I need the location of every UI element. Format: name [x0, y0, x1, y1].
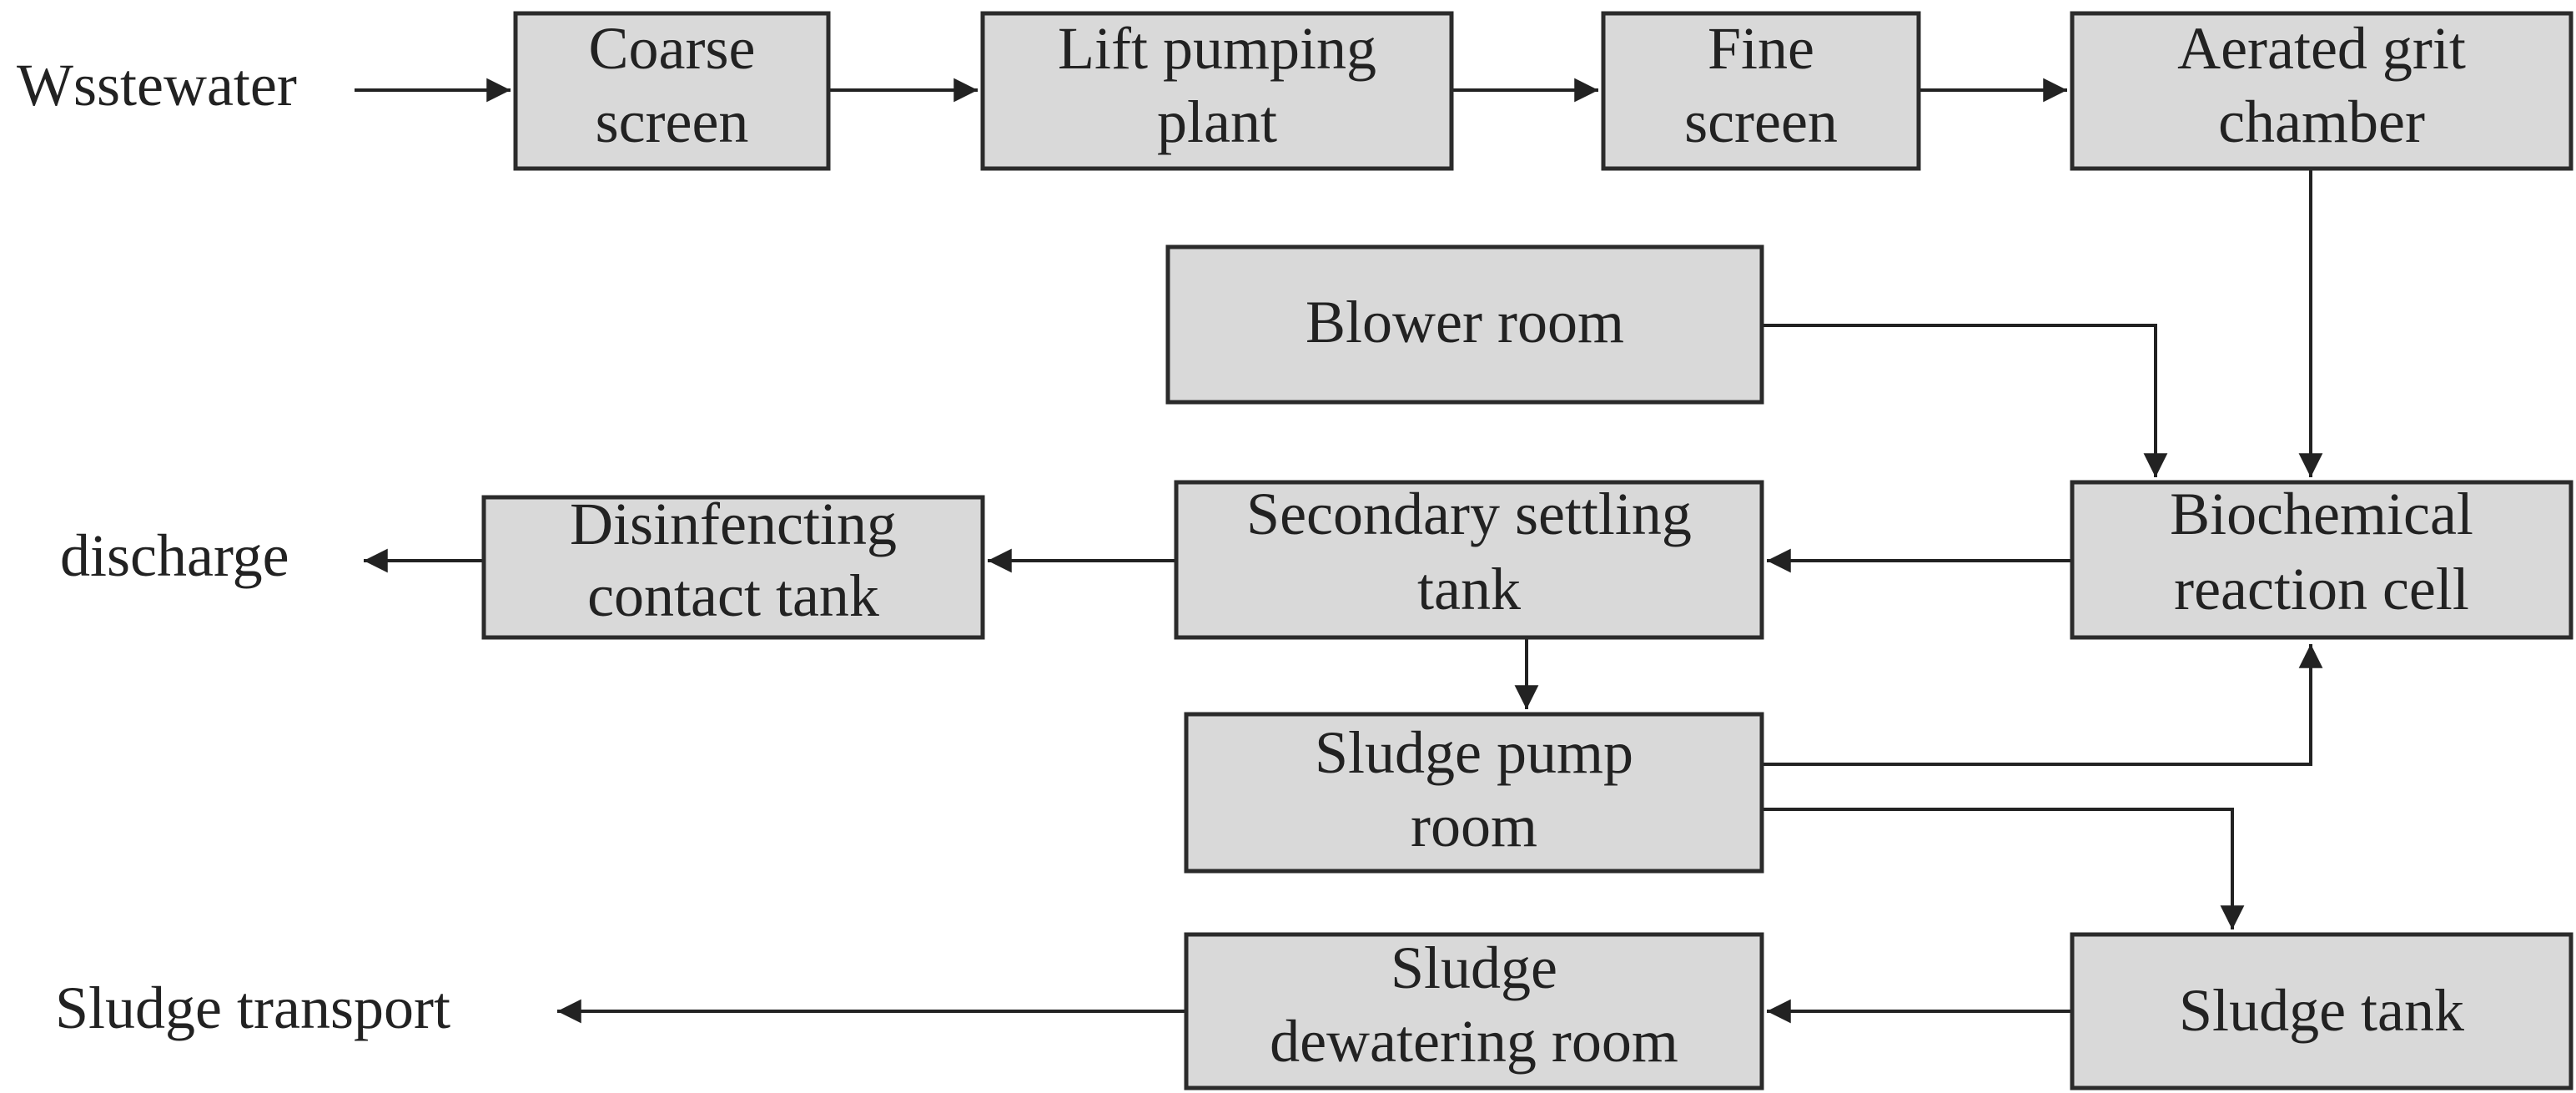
node-sludge-tank-label: Sludge tank: [2179, 977, 2464, 1044]
edges: [355, 78, 2323, 1024]
node-secondary-settling-tank-line-2: tank: [1417, 556, 1521, 622]
node-disinfecting-contact-tank-line-2: contact tank: [587, 562, 879, 629]
node-blower-room-label: Blower room: [1306, 289, 1624, 355]
node-disinfecting-contact-tank-line-1: Disinfencting: [570, 491, 897, 557]
node-blower-room: Blower room: [1165, 244, 1764, 405]
node-lift-pumping-plant-line-1: Lift pumping: [1058, 15, 1376, 82]
node-sludge-tank: Sludge tank: [2070, 932, 2573, 1090]
node-biochemical-reaction-cell: Biochemical reaction cell: [2070, 480, 2573, 640]
label-wastewater: Wsstewater: [17, 52, 297, 118]
node-sludge-dewatering-room-line-1: Sludge: [1391, 934, 1557, 1001]
edge-blower-to-biochemical: [1763, 324, 2168, 478]
node-coarse-screen: Coarse screen: [513, 11, 831, 171]
node-sludge-pump-room: Sludge pump room: [1184, 712, 1764, 874]
node-sludge-pump-room-line-1: Sludge pump: [1315, 719, 1633, 786]
node-aerated-grit-chamber-line-1: Aerated grit: [2177, 15, 2466, 82]
node-sludge-dewatering-room: Sludge dewatering room: [1184, 932, 1764, 1090]
node-coarse-screen-line-2: screen: [596, 88, 749, 155]
node-aerated-grit-chamber-line-2: chamber: [2218, 88, 2425, 155]
node-secondary-settling-tank-line-1: Secondary settling: [1246, 481, 1692, 547]
node-fine-screen: Fine screen: [1601, 11, 1921, 171]
node-sludge-pump-room-line-2: room: [1411, 793, 1537, 859]
node-aerated-grit-chamber: Aerated grit chamber: [2070, 11, 2573, 171]
label-sludge-transport: Sludge transport: [55, 975, 450, 1041]
node-sludge-dewatering-room-line-2: dewatering room: [1270, 1008, 1678, 1075]
node-secondary-settling-tank: Secondary settling tank: [1174, 480, 1764, 640]
node-coarse-screen-line-1: Coarse: [589, 15, 756, 82]
label-discharge: discharge: [60, 522, 289, 589]
node-biochemical-reaction-cell-line-2: reaction cell: [2174, 556, 2469, 622]
node-lift-pumping-plant-line-2: plant: [1157, 88, 1277, 155]
node-fine-screen-line-1: Fine: [1708, 15, 1814, 82]
node-fine-screen-line-2: screen: [1684, 88, 1838, 155]
node-disinfecting-contact-tank: Disinfencting contact tank: [481, 491, 985, 640]
edge-sludge-pump-to-sludge-tank: [1763, 808, 2245, 930]
edge-sludge-pump-to-biochemical: [1763, 643, 2323, 766]
node-biochemical-reaction-cell-line-1: Biochemical: [2170, 481, 2473, 547]
node-lift-pumping-plant: Lift pumping plant: [980, 11, 1454, 171]
